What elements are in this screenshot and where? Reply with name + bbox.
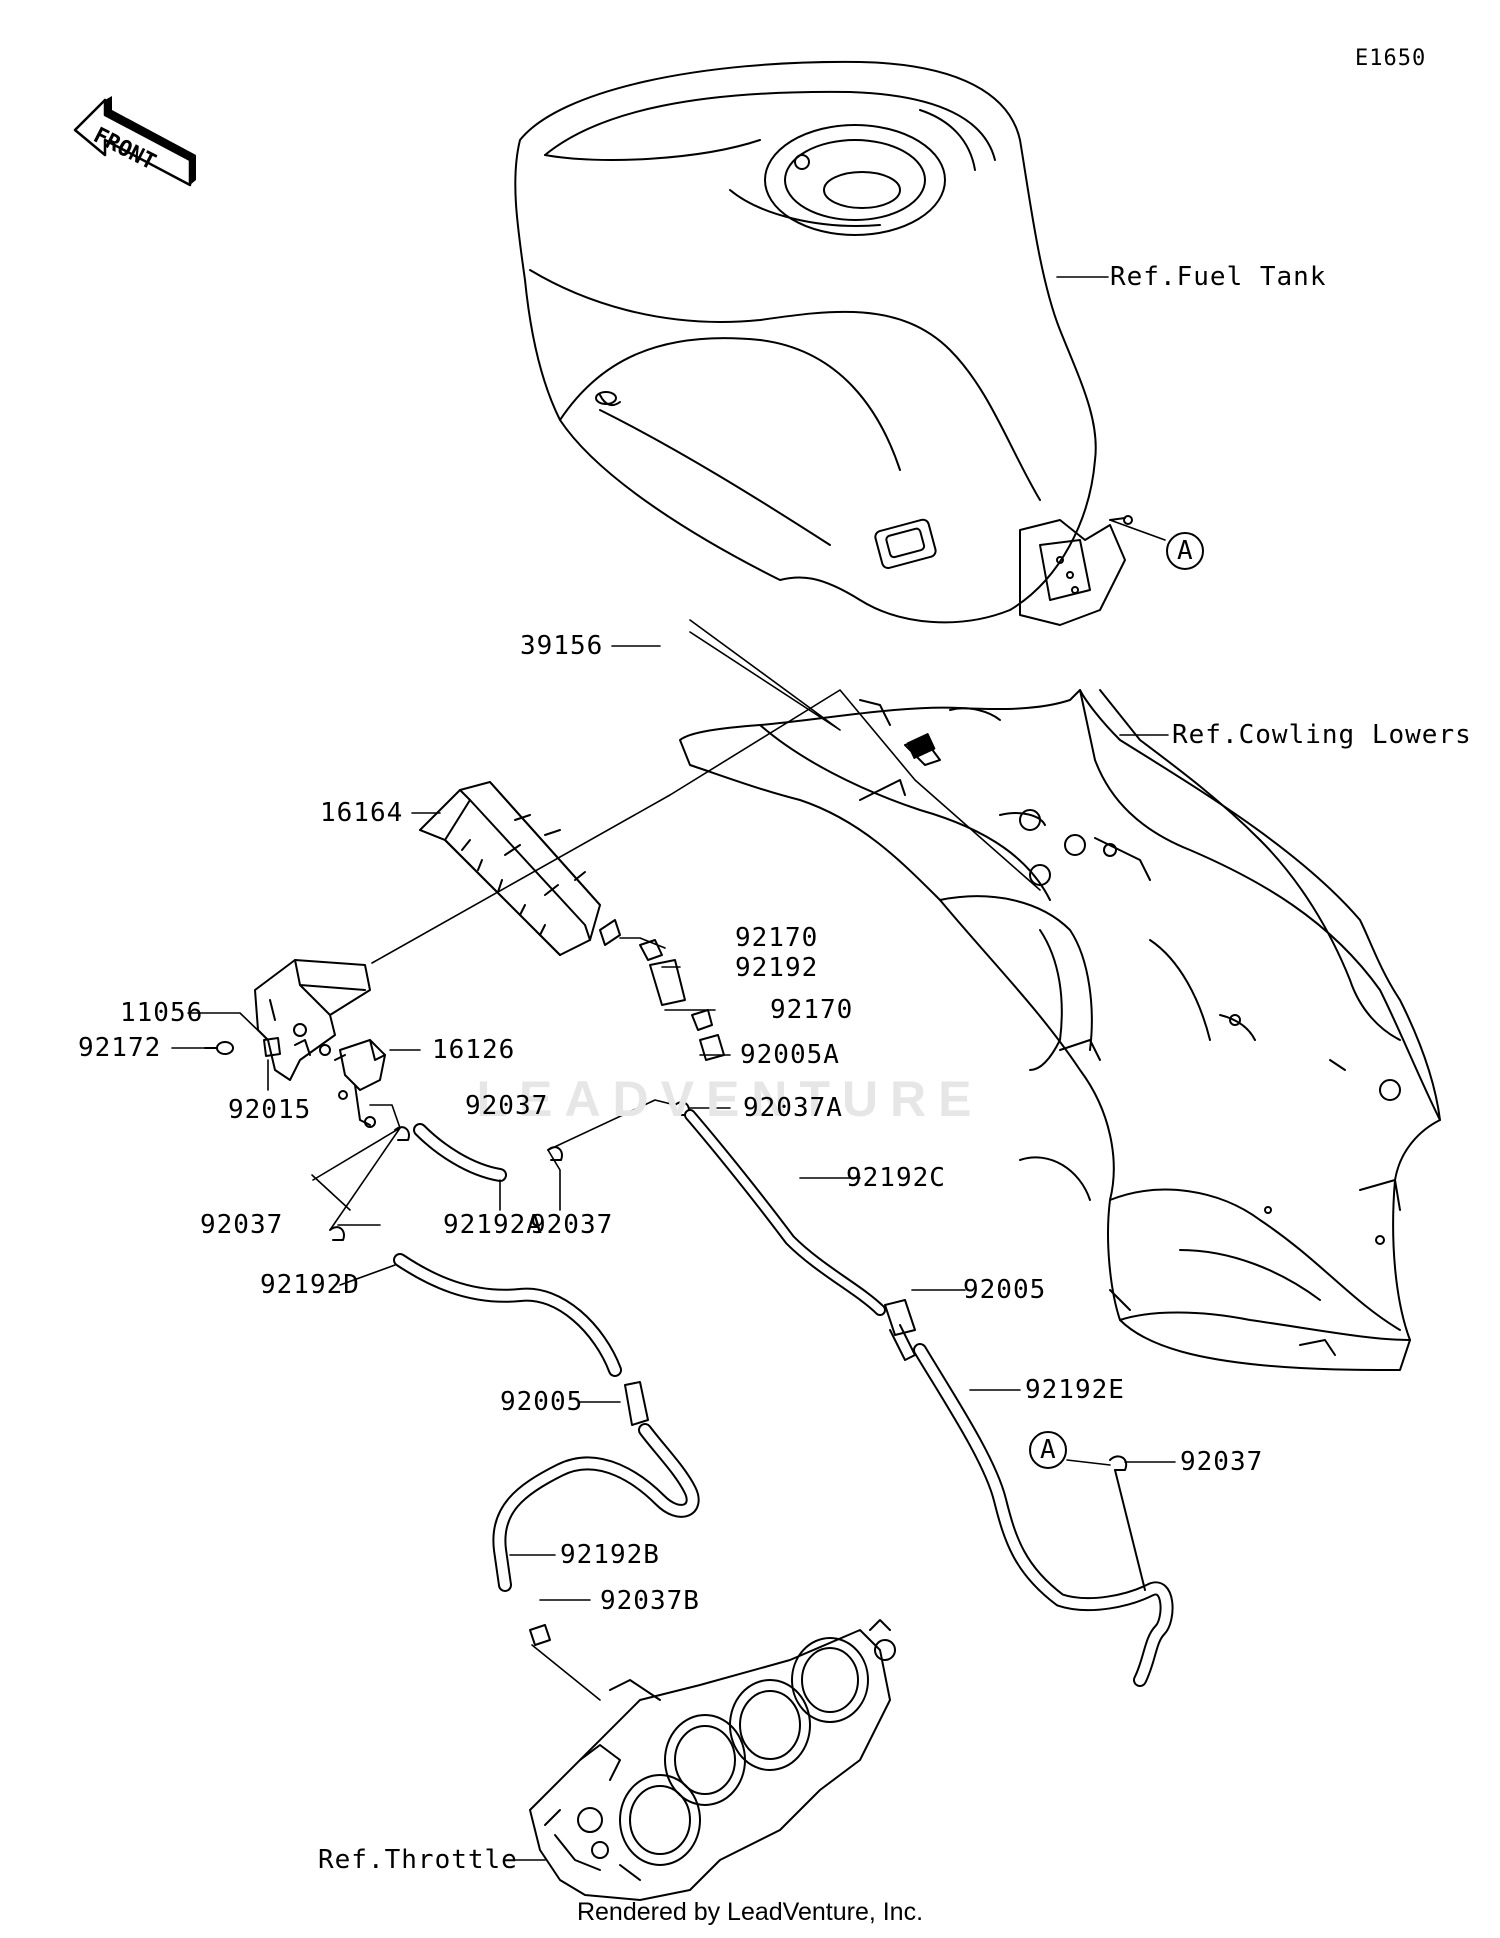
part-label-92037-left: 92037 — [200, 1210, 284, 1240]
part-label-92172: 92172 — [78, 1033, 162, 1063]
part-label-92005A: 92005A — [740, 1040, 840, 1070]
part-label-92192: 92192 — [735, 953, 819, 983]
part-label-92037-valve: 92037 — [465, 1091, 549, 1121]
bracket-drawing — [254, 959, 371, 1081]
connector-marker-upper — [1166, 532, 1204, 570]
part-label-92037-right: 92037 — [530, 1210, 614, 1240]
part-label-16164: 16164 — [320, 798, 404, 828]
part-label-39156: 39156 — [520, 631, 604, 661]
watermark: LEADVENTURE — [476, 1071, 984, 1127]
ref-throttle-label: Ref.Throttle — [318, 1845, 518, 1875]
part-label-92192C: 92192C — [846, 1163, 946, 1193]
part-label-92170-upper: 92170 — [735, 923, 819, 953]
part-label-92037B: 92037B — [600, 1586, 700, 1616]
part-label-92037-lower: 92037 — [1180, 1447, 1264, 1477]
cowling-lower-drawing — [679, 689, 1441, 1371]
throttle-body-drawing — [529, 1619, 896, 1901]
part-label-92192B: 92192B — [560, 1540, 660, 1570]
part-label-92037A: 92037A — [743, 1093, 843, 1123]
ref-cowling-lowers-label: Ref.Cowling Lowers — [1172, 720, 1472, 750]
part-label-92005-lower: 92005 — [500, 1387, 584, 1417]
footer-credit: Rendered by LeadVenture, Inc. — [576, 1898, 924, 1926]
hardware-drawing — [204, 1037, 386, 1128]
part-label-92192D: 92192D — [260, 1270, 360, 1300]
hoses-drawing — [329, 939, 1174, 1687]
part-label-92170-lower: 92170 — [770, 995, 854, 1025]
canister-drawing — [419, 781, 621, 956]
part-label-92005-right: 92005 — [963, 1275, 1047, 1305]
part-label-92192A: 92192A — [443, 1210, 543, 1240]
fuel-tank-drawing — [514, 60, 1133, 626]
connector-marker-letter-lower: A — [1040, 1435, 1057, 1465]
part-label-92192E: 92192E — [1025, 1375, 1125, 1405]
part-label-16126: 16126 — [432, 1035, 516, 1065]
part-label-11056: 11056 — [120, 998, 204, 1028]
part-label-92015: 92015 — [228, 1095, 312, 1125]
front-arrow-icon: FRONT — [73, 96, 196, 187]
ref-fuel-tank-label: Ref.Fuel Tank — [1110, 262, 1327, 292]
connector-marker-lower — [1029, 1431, 1067, 1469]
connector-marker-letter-upper: A — [1177, 536, 1194, 566]
leader-lines — [171, 276, 1176, 1861]
diagram-code: E1650 — [1355, 46, 1427, 71]
